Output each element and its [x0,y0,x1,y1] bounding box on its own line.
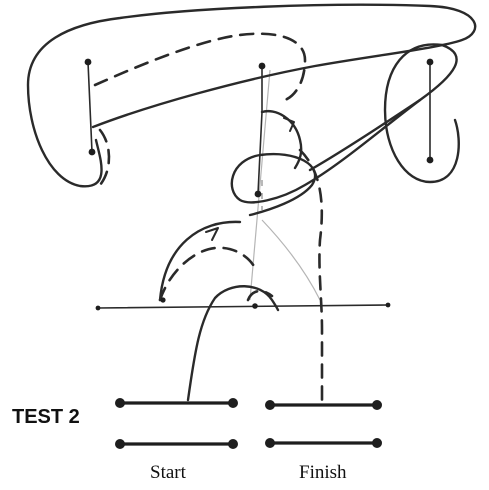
peg-middle [254,62,266,198]
left-arc-arrow-head [205,227,219,241]
dashed-right-path [298,148,324,402]
baseline-left-mark [160,297,166,303]
start-caption: Start [150,462,187,483]
peg-left [84,58,96,156]
solid-outer-loop [26,3,477,188]
peg-right [426,58,434,164]
solid-start-path [186,285,280,402]
dashed-hump [246,289,274,302]
dashed-upper-path [93,32,307,102]
finish-caption: Finish [299,462,347,483]
finish-bars [265,400,382,448]
dashed-lower-arc [158,246,257,302]
baseline-center-dot [252,303,258,309]
solid-cross-line [230,98,422,217]
hook-arrow-head [283,117,295,132]
faint-guide-lines [249,69,321,301]
dashed-left-lower [98,128,111,187]
start-bars [115,398,238,449]
solid-left-arc [158,220,242,302]
solid-right-lobe [308,43,460,184]
baseline [97,304,389,309]
baseline-left-dot [95,305,101,311]
solid-upper-hook [260,109,303,170]
test-label: TEST 2 [12,406,80,428]
baseline-right-dot [385,302,391,308]
